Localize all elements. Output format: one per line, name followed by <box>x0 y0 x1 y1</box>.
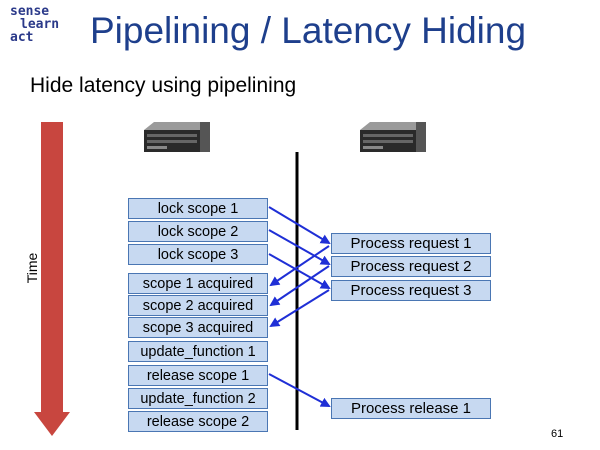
step-process-release-1: Process release 1 <box>331 398 491 419</box>
step-scope-2-acquired: scope 2 acquired <box>128 295 268 316</box>
step-lock-scope-1: lock scope 1 <box>128 198 268 219</box>
arrow-lock2-to-process2 <box>268 229 331 265</box>
server-icon-right <box>360 122 426 152</box>
logo-line-1: sense <box>10 4 50 19</box>
server-icon-left <box>144 122 210 152</box>
step-scope-1-acquired: scope 1 acquired <box>128 273 268 294</box>
step-lock-scope-2: lock scope 2 <box>128 221 268 242</box>
step-release-scope-2: release scope 2 <box>128 411 268 432</box>
step-process-request-2: Process request 2 <box>331 256 491 277</box>
step-process-request-3: Process request 3 <box>331 280 491 301</box>
arrow-process3-to-acquired3 <box>269 289 330 328</box>
time-axis-label: Time <box>24 252 40 284</box>
step-lock-scope-3: lock scope 3 <box>128 244 268 265</box>
arrow-process1-to-acquired1 <box>269 245 330 287</box>
page-subtitle: Hide latency using pipelining <box>30 74 297 97</box>
arrow-process2-to-acquired2 <box>269 265 330 307</box>
arrow-lock3-to-process3 <box>268 253 331 289</box>
step-process-request-1: Process request 1 <box>331 233 491 254</box>
logo-line-3: act <box>10 30 34 45</box>
arrow-lock1-to-process1 <box>268 206 331 245</box>
step-update-function-1: update_function 1 <box>128 341 268 362</box>
page-title: Pipelining / Latency Hiding <box>90 10 527 51</box>
arrow-release1-to-process-release1 <box>268 373 331 407</box>
sense-learn-act-logo: sense learn act <box>10 5 72 55</box>
logo-line-2: learn <box>20 17 60 32</box>
step-update-function-2: update_function 2 <box>128 388 268 409</box>
step-release-scope-1: release scope 1 <box>128 365 268 386</box>
page-number: 61 <box>551 428 564 440</box>
step-scope-3-acquired: scope 3 acquired <box>128 317 268 338</box>
time-arrow <box>34 122 70 436</box>
